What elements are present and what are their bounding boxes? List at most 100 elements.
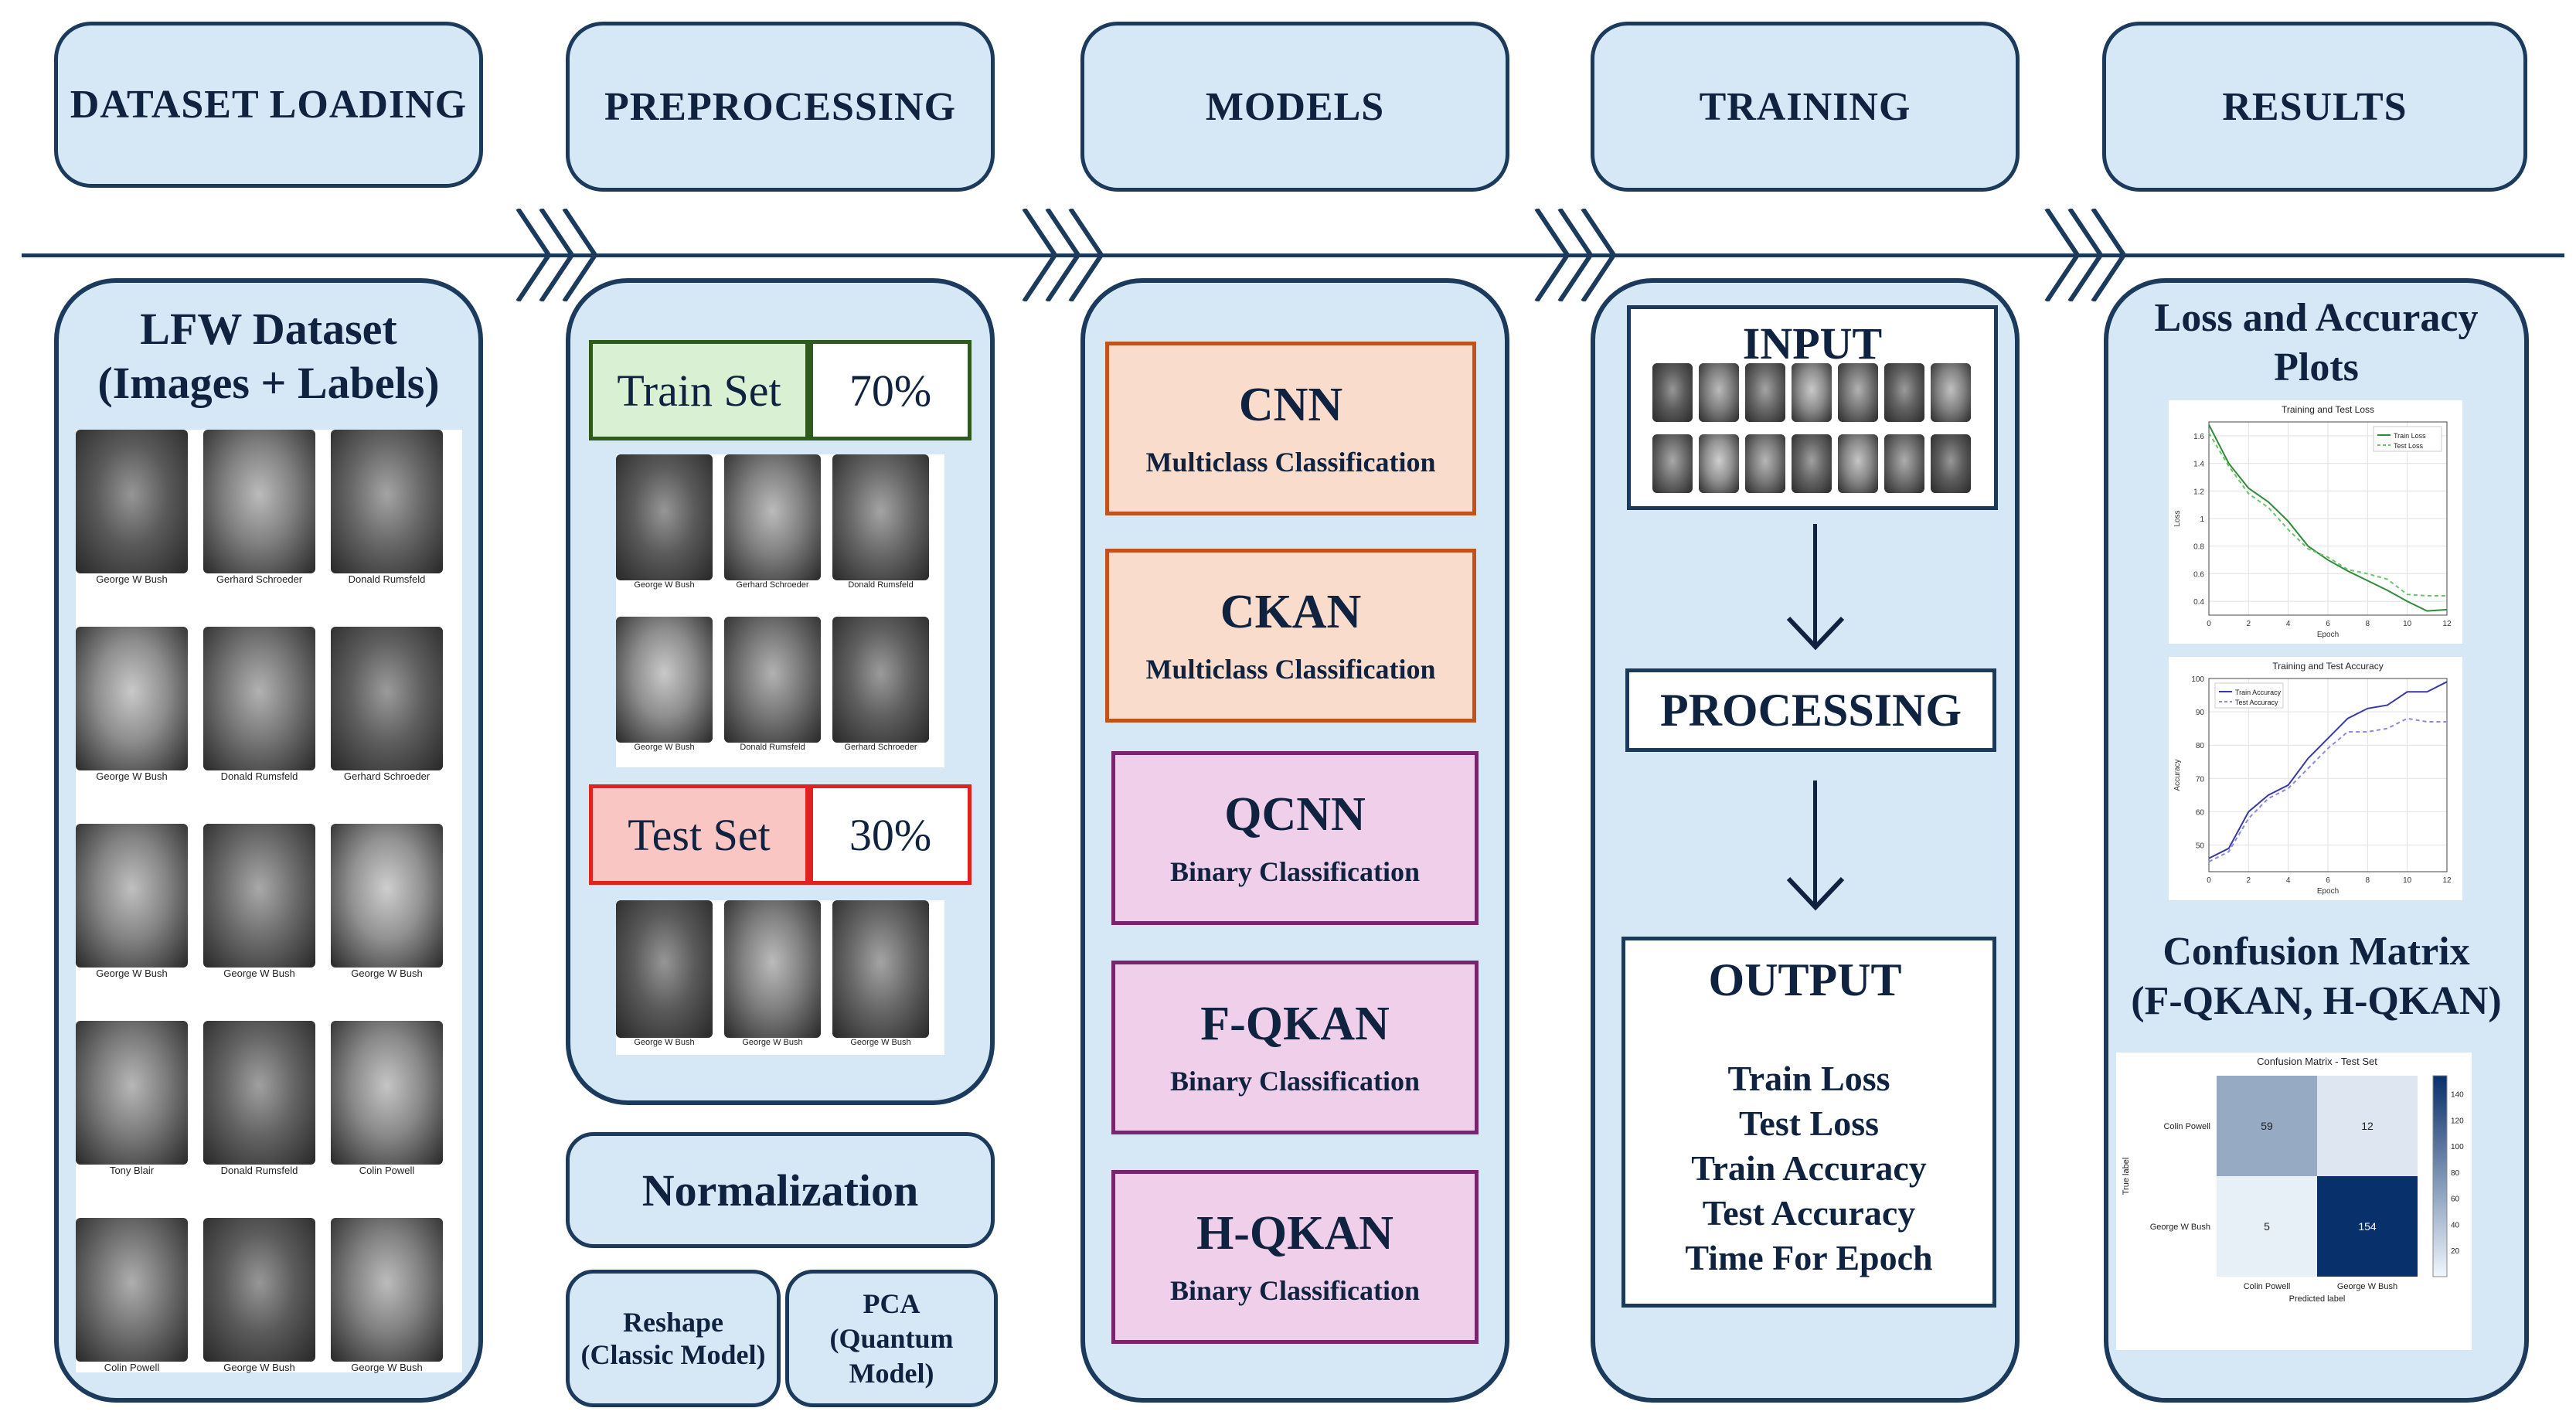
train-set-percent: 70%: [809, 340, 972, 440]
face-image: [1792, 434, 1832, 493]
face-thumbnail: George W Bush: [203, 1218, 315, 1373]
input-box: INPUT: [1627, 305, 1998, 510]
face-image: [1884, 363, 1924, 422]
face-image: [1931, 434, 1971, 493]
cm-colorbar-tick: 20: [2451, 1247, 2460, 1256]
face-thumbnail: George W Bush: [616, 617, 713, 752]
face-image: [1652, 434, 1693, 493]
face-thumbnail: Tony Blair: [76, 1021, 188, 1176]
pca-line1: PCA: [863, 1287, 920, 1319]
cm-y-label: True label: [2122, 1158, 2131, 1195]
face-image: [832, 900, 929, 1038]
face-caption: George W Bush: [351, 1362, 423, 1373]
x-tick-label: 8: [2366, 620, 2370, 628]
face-thumbnail: [1792, 434, 1832, 493]
face-thumbnail: [1699, 363, 1739, 422]
plot-frame: [2208, 421, 2448, 616]
cm-colorbar-tick: 40: [2451, 1221, 2460, 1229]
face-thumbnail: Gerhard Schroeder: [724, 454, 821, 590]
face-caption: George W Bush: [96, 573, 168, 585]
output-train-loss: Train Loss: [1727, 1059, 1890, 1098]
cm-row-label: Colin Powell: [2163, 1122, 2210, 1131]
plot-frame: [2208, 678, 2448, 872]
pca-line2: (Quantum: [829, 1322, 954, 1354]
face-image: [1652, 363, 1693, 422]
legend-label: Train Loss: [2394, 432, 2426, 440]
face-thumbnail: George W Bush: [616, 900, 713, 1047]
y-tick-label: 70: [2196, 775, 2205, 784]
model-fqkan-sub: Binary Classification: [1169, 1065, 1420, 1097]
x-tick-label: 6: [2326, 876, 2330, 885]
plots-title-line1: Loss and Accuracy: [2154, 296, 2479, 340]
face-caption: Colin Powell: [359, 1165, 415, 1176]
x-tick-label: 2: [2247, 620, 2251, 628]
cm-cell: [2217, 1176, 2317, 1277]
face-thumbnail: [1745, 363, 1785, 422]
face-caption: George W Bush: [850, 1038, 911, 1047]
face-thumbnail: [1652, 363, 1693, 422]
header-training: TRAINING: [1591, 22, 2020, 192]
test-set-label: Test Set: [589, 784, 809, 885]
output-train-accuracy: Train Accuracy: [1691, 1148, 1927, 1188]
face-image: [331, 824, 443, 968]
cm-colorbar-tick: 140: [2451, 1091, 2464, 1100]
face-image: [724, 617, 821, 743]
x-tick-label: 12: [2442, 876, 2452, 885]
model-cnn: CNN Multiclass Classification: [1105, 342, 1476, 515]
chevron-group-4: [2044, 209, 2127, 301]
cm-colorbar-tick: 100: [2451, 1143, 2464, 1151]
face-image: [76, 824, 188, 968]
face-image: [331, 1021, 443, 1165]
timeline-line: [22, 253, 2564, 257]
face-image: [76, 627, 188, 770]
face-thumbnail: Colin Powell: [331, 1021, 443, 1176]
face-thumbnail: George W Bush: [76, 824, 188, 979]
model-qcnn-name: QCNN: [1224, 788, 1366, 842]
face-thumbnail: George W Bush: [832, 900, 929, 1047]
chevron-arrows: [516, 209, 2127, 301]
reshape-box: Reshape (Classic Model): [566, 1270, 781, 1407]
face-image: [203, 430, 315, 573]
input-face-grid: [1652, 363, 1977, 498]
dataset-panel: LFW Dataset (Images + Labels) George W B…: [54, 278, 483, 1403]
model-qcnn: QCNN Binary Classification: [1111, 751, 1479, 925]
y-tick-label: 80: [2196, 742, 2205, 750]
face-image: [616, 617, 713, 743]
plots-title: Loss and Accuracy Plots: [2104, 294, 2529, 393]
face-thumbnail: Donald Rumsfeld: [331, 430, 443, 585]
face-caption: Gerhard Schroeder: [736, 580, 809, 590]
cm-cell-value: 154: [2358, 1220, 2377, 1233]
series-line-1: [2208, 432, 2447, 597]
model-qcnn-sub: Binary Classification: [1169, 855, 1420, 887]
series-line-0: [2208, 424, 2448, 612]
y-tick-label: 1.2: [2193, 488, 2204, 496]
face-thumbnail: Donald Rumsfeld: [724, 617, 821, 752]
face-image: [1745, 363, 1785, 422]
face-image: [1931, 363, 1971, 422]
cm-cell-value: 59: [2261, 1120, 2273, 1132]
cm-cell: [2217, 1076, 2317, 1176]
face-caption: Donald Rumsfeld: [220, 1165, 298, 1176]
pca-line3: Model): [849, 1357, 934, 1389]
cm-cell-value: 12: [2361, 1120, 2374, 1132]
cm-cell: [2317, 1076, 2418, 1176]
face-image: [331, 1218, 443, 1362]
reshape-line1: Reshape: [622, 1307, 723, 1338]
face-thumbnail: [1931, 434, 1971, 493]
face-image: [1745, 434, 1785, 493]
output-test-loss: Test Loss: [1738, 1104, 1880, 1143]
cm-colorbar: [2432, 1075, 2448, 1277]
face-image: [1699, 363, 1739, 422]
face-thumbnail: George W Bush: [203, 824, 315, 979]
x-tick-label: 8: [2366, 876, 2370, 885]
legend-label: Test Accuracy: [2235, 699, 2278, 706]
face-caption: Donald Rumsfeld: [220, 770, 298, 782]
face-thumbnail: Donald Rumsfeld: [203, 1021, 315, 1176]
y-tick-label: 0.6: [2193, 570, 2204, 579]
arrowhead-2: [1786, 876, 1845, 911]
header-models: MODELS: [1080, 22, 1509, 192]
model-ckan-name: CKAN: [1220, 586, 1362, 639]
model-hqkan: H-QKAN Binary Classification: [1111, 1170, 1479, 1344]
output-list: Train Loss Test Loss Train Accuracy Test…: [1625, 1056, 1992, 1280]
